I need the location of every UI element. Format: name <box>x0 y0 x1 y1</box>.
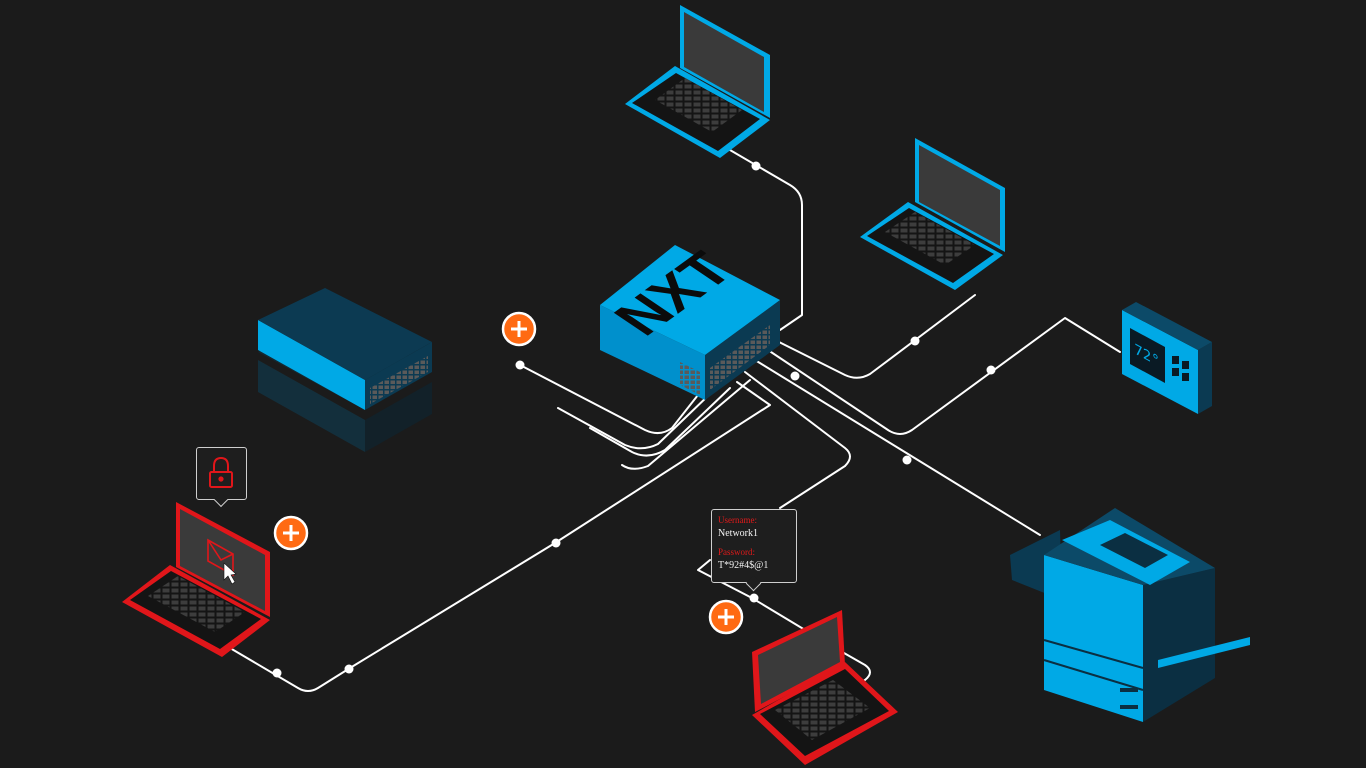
wire-bottom-laptop-lower <box>697 559 871 691</box>
wire-stub-4 <box>621 379 751 470</box>
hub-device[interactable]: NXT <box>600 243 780 400</box>
wire-junctions <box>272 161 996 678</box>
connection-lines <box>229 149 1121 692</box>
thermostat[interactable]: 72° <box>1122 302 1212 414</box>
add-button-credentials[interactable] <box>708 599 744 635</box>
printer[interactable] <box>1010 508 1250 722</box>
password-value: T*92#4$@1 <box>718 560 769 571</box>
lock-callout <box>196 447 247 500</box>
wire-right-laptop <box>774 294 976 379</box>
wire-left-laptop <box>229 381 771 692</box>
plus-icon <box>283 525 299 541</box>
wire-stub-1 <box>519 364 699 434</box>
plus-icon <box>718 609 734 625</box>
wire-stub-2 <box>557 391 713 450</box>
username-value: Network1 <box>718 528 758 539</box>
wire-bottom-laptop <box>744 371 851 509</box>
cursor-icon <box>223 562 237 585</box>
storage-server <box>258 288 432 452</box>
plus-icon <box>511 321 527 337</box>
envelope-icon <box>207 538 234 577</box>
credentials-callout: Username: Network1 Password: T*92#4$@1 <box>711 509 797 583</box>
laptop-left-compromised[interactable] <box>122 502 270 657</box>
username-label: Username: <box>718 515 757 525</box>
laptop-bottom-compromised[interactable] <box>752 610 898 765</box>
password-label: Password: <box>718 547 756 557</box>
add-button-left-laptop[interactable] <box>273 515 309 551</box>
laptop-top[interactable] <box>625 5 770 158</box>
wire-top-laptop <box>729 149 803 331</box>
wire-printer <box>754 359 1041 536</box>
wire-stub-3 <box>589 387 731 457</box>
add-button-hub[interactable] <box>501 311 537 347</box>
laptop-right[interactable] <box>860 138 1005 290</box>
wire-thermostat <box>767 317 1121 435</box>
